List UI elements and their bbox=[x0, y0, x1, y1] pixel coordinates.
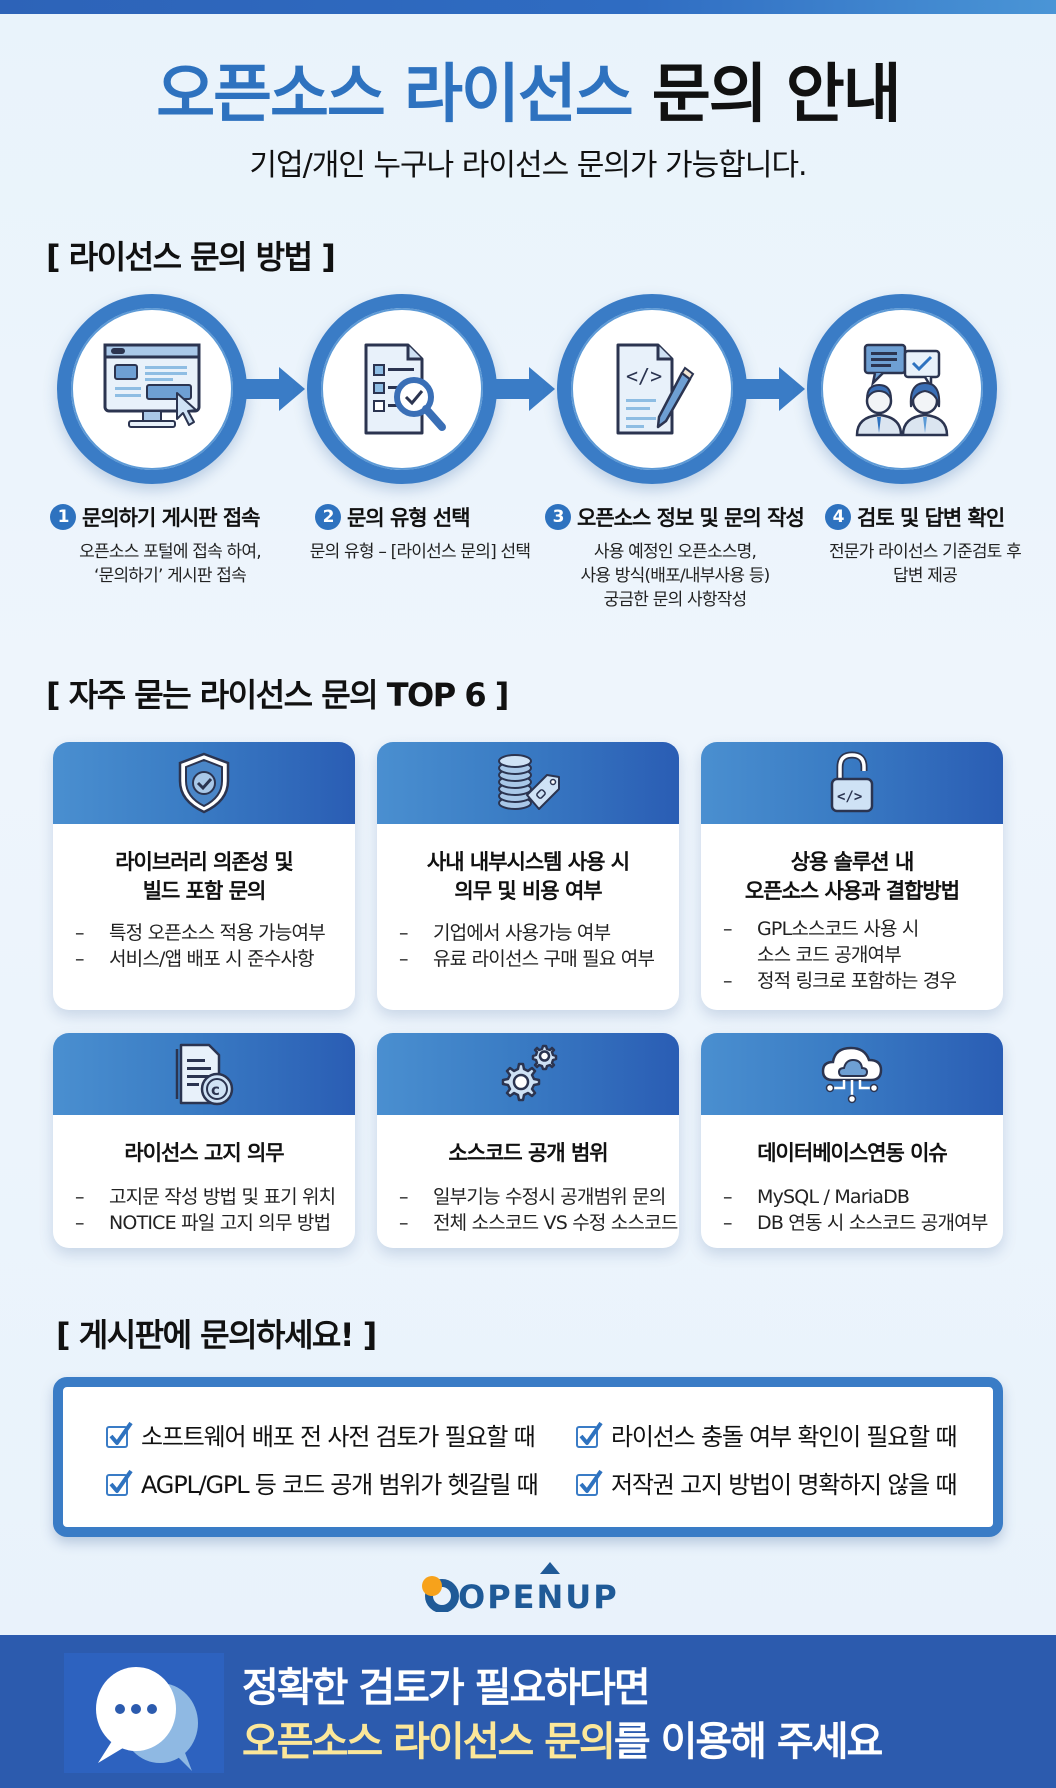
faq-card: 사내 내부시스템 사용 시 의무 및 비용 여부 –기업에서 사용가능 여부 –… bbox=[377, 742, 679, 1010]
card-bullet: –GPL소스코드 사용 시 bbox=[723, 918, 919, 940]
shield-check-icon bbox=[178, 752, 230, 814]
card-bullet: –NOTICE 파일 고지 의무 방법 bbox=[75, 1212, 331, 1234]
top-accent-bar bbox=[0, 0, 1056, 14]
checkbox-checked-icon bbox=[576, 1421, 603, 1448]
checkbox-checked-icon bbox=[106, 1469, 133, 1496]
checklist-item: 소프트웨어 배포 전 사전 검토가 필요할 때 bbox=[105, 1417, 536, 1452]
step-number-badge: 3 bbox=[545, 504, 571, 530]
card-bullet: –전체 소스코드 VS 수정 소스코드 bbox=[399, 1212, 678, 1234]
svg-text:</>: </> bbox=[626, 364, 662, 388]
card-title: 소스코드 공개 범위 bbox=[448, 1141, 608, 1165]
step-number-badge: 1 bbox=[50, 504, 76, 530]
board-section-heading: [ 게시판에 문의하세요! ] bbox=[56, 1316, 377, 1354]
card-bullet-list: –고지문 작성 방법 및 표기 위치 –NOTICE 파일 고지 의무 방법 bbox=[53, 1184, 355, 1236]
card-bullet-list: –일부기능 수정시 공개범위 문의 –전체 소스코드 VS 수정 소스코드 bbox=[377, 1184, 679, 1236]
card-bullet: –DB 연동 시 소스코드 공개여부 bbox=[723, 1212, 988, 1234]
card-bullet-list: –MySQL / MariaDB –DB 연동 시 소스코드 공개여부 bbox=[701, 1184, 1003, 1236]
step-3-circle: </> bbox=[557, 294, 747, 484]
code-document-pencil-icon: </> bbox=[616, 343, 695, 435]
card-bullet: –정적 링크로 포함하는 경우 bbox=[723, 970, 957, 992]
step-arrow-icon bbox=[245, 367, 305, 411]
card-header bbox=[701, 1033, 1003, 1115]
card-header bbox=[377, 1033, 679, 1115]
logo-text: OPENUP bbox=[458, 1578, 619, 1612]
card-header: c bbox=[53, 1033, 355, 1115]
page-title: 오픈소스 라이선스 문의 안내 bbox=[0, 55, 1056, 135]
checklist-item: 저작권 고지 방법이 명확하지 않을 때 bbox=[575, 1465, 958, 1500]
unlocked-code-icon: </> bbox=[830, 751, 874, 813]
cta-banner: 정확한 검토가 필요하다면 오픈소스 라이선스 문의를 이용해 주세요 bbox=[0, 1635, 1056, 1788]
card-bullet: –기업에서 사용가능 여부 bbox=[399, 922, 611, 944]
step-2-circle bbox=[307, 294, 497, 484]
svg-text:</>: </> bbox=[837, 789, 862, 805]
step-arrow-icon bbox=[495, 367, 555, 411]
title-rest: 문의 안내 bbox=[651, 58, 902, 132]
card-bullet-continuation: 소스 코드 공개여부 bbox=[757, 944, 902, 966]
faq-card: </> 상용 솔루션 내 오픈소스 사용과 결합방법 –GPL소스코드 사용 시… bbox=[701, 742, 1003, 1010]
inquiry-checklist-panel: 소프트웨어 배포 전 사전 검토가 필요할 때 라이선스 충돌 여부 확인이 필… bbox=[53, 1377, 1003, 1537]
step-3-label: 3 오픈소스 정보 및 문의 작성 bbox=[545, 502, 805, 532]
card-title: 라이선스 고지 의무 bbox=[124, 1141, 284, 1165]
card-bullet: –서비스/앱 배포 시 준수사항 bbox=[75, 948, 315, 970]
step-4-description: 전문가 라이선스 기준검토 후 답변 제공 bbox=[829, 542, 1022, 586]
step-4-label: 4 검토 및 답변 확인 bbox=[825, 502, 1005, 532]
step-number-badge: 4 bbox=[825, 504, 851, 530]
card-bullet: –특정 오픈소스 적용 가능여부 bbox=[75, 922, 326, 944]
banner-highlight: 오픈소스 라이선스 문의 bbox=[242, 1719, 616, 1765]
card-title: 라이브러리 의존성 및 빌드 포함 문의 bbox=[115, 850, 294, 903]
step-3-description: 사용 예정인 오픈소스명, 사용 방식(배포/내부사용 등) 궁금한 문의 사항… bbox=[580, 542, 770, 610]
chat-bubbles-icon bbox=[64, 1653, 224, 1773]
step-1-label: 1 문의하기 게시판 접속 bbox=[50, 502, 261, 532]
gears-icon bbox=[501, 1044, 558, 1102]
card-bullet: –일부기능 수정시 공개범위 문의 bbox=[399, 1186, 666, 1208]
step-1-description: 오픈소스 포털에 접속 하여, ‘문의하기’ 게시판 접속 bbox=[79, 542, 261, 586]
svg-text:c: c bbox=[211, 1081, 220, 1099]
card-bullet: –고지문 작성 방법 및 표기 위치 bbox=[75, 1186, 336, 1208]
faq-card: 라이브러리 의존성 및 빌드 포함 문의 –특정 오픈소스 적용 가능여부 –서… bbox=[53, 742, 355, 1010]
card-bullet-list: –GPL소스코드 사용 시 소스 코드 공개여부 –정적 링크로 포함하는 경우 bbox=[701, 916, 1003, 994]
page-subtitle: 기업/개인 누구나 라이선스 문의가 가능합니다. bbox=[249, 148, 807, 183]
checklist-item: AGPL/GPL 등 코드 공개 범위가 헷갈릴 때 bbox=[105, 1465, 539, 1500]
step-2-description: 문의 유형 – [라이선스 문의] 선택 bbox=[309, 542, 531, 562]
faq-card: 소스코드 공개 범위 –일부기능 수정시 공개범위 문의 –전체 소스코드 VS… bbox=[377, 1033, 679, 1248]
step-number-badge: 2 bbox=[315, 504, 341, 530]
card-title: 데이터베이스연동 이슈 bbox=[757, 1141, 948, 1165]
faq-card: 데이터베이스연동 이슈 –MySQL / MariaDB –DB 연동 시 소스… bbox=[701, 1033, 1003, 1248]
document-search-icon bbox=[364, 343, 446, 435]
copyright-document-icon: c bbox=[175, 1043, 234, 1106]
method-section-heading: [ 라이선스 문의 방법 ] bbox=[46, 238, 336, 276]
banner-line-2: 오픈소스 라이선스 문의를 이용해 주세요 bbox=[242, 1719, 883, 1765]
monitor-click-icon bbox=[103, 343, 201, 428]
faq-card: c 라이선스 고지 의무 –고지문 작성 방법 및 표기 위치 –NOTICE … bbox=[53, 1033, 355, 1248]
card-bullet-list: –기업에서 사용가능 여부 –유료 라이선스 구매 필요 여부 bbox=[377, 920, 679, 972]
experts-chat-icon bbox=[855, 343, 949, 437]
coins-tag-icon bbox=[498, 754, 560, 810]
checkbox-checked-icon bbox=[576, 1469, 603, 1496]
card-bullet-list: –특정 오픈소스 적용 가능여부 –서비스/앱 배포 시 준수사항 bbox=[53, 920, 355, 972]
card-bullet: –MySQL / MariaDB bbox=[723, 1186, 910, 1208]
card-header bbox=[53, 742, 355, 824]
card-title: 사내 내부시스템 사용 시 의무 및 비용 여부 bbox=[426, 850, 630, 903]
card-header bbox=[377, 742, 679, 824]
top6-section-heading: [ 자주 묻는 라이선스 문의 TOP 6 ] bbox=[46, 676, 509, 714]
banner-line-1: 정확한 검토가 필요하다면 bbox=[242, 1665, 651, 1711]
card-header: </> bbox=[701, 742, 1003, 824]
checkbox-checked-icon bbox=[106, 1421, 133, 1448]
step-2-label: 2 문의 유형 선택 bbox=[315, 502, 471, 532]
step-arrow-icon bbox=[745, 367, 805, 411]
step-1-circle bbox=[57, 294, 247, 484]
card-title: 상용 솔루션 내 오픈소스 사용과 결합방법 bbox=[744, 850, 960, 903]
cloud-network-icon bbox=[821, 1046, 883, 1104]
checklist-item: 라이선스 충돌 여부 확인이 필요할 때 bbox=[575, 1417, 958, 1452]
openup-logo: OPENUP bbox=[422, 1562, 619, 1612]
title-highlight: 오픈소스 라이선스 bbox=[156, 58, 633, 132]
card-bullet: –유료 라이선스 구매 필요 여부 bbox=[399, 948, 655, 970]
step-4-circle bbox=[807, 294, 997, 484]
